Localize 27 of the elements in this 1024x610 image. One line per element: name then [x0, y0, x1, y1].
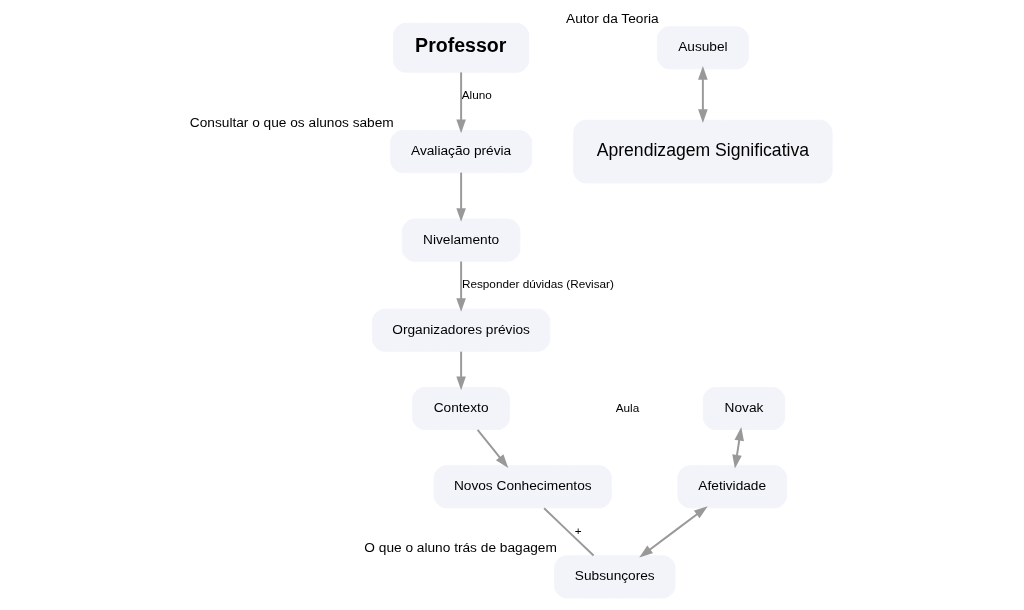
node-label: Consultar o que os alunos sabem: [189, 114, 394, 130]
arrow: [476, 428, 508, 468]
node-box: Nivelamento: [401, 218, 520, 262]
edge-label: +: [574, 523, 582, 537]
node-box: Novak: [702, 387, 785, 431]
node-box: Ausubel: [656, 26, 749, 70]
label: Aula: [615, 400, 639, 414]
node-box: Aprendizagem Significativa: [572, 119, 833, 184]
node-box: Afetividade: [676, 465, 787, 509]
edge-label: Aluno: [461, 88, 492, 102]
node-box: Contexto: [411, 387, 510, 431]
arrow: [697, 65, 708, 124]
arrow: [638, 506, 708, 558]
node-label: O que o aluno trás de bagagem: [363, 540, 557, 556]
arrow: [455, 350, 466, 391]
arrow: [731, 427, 744, 469]
arrow: [455, 71, 466, 134]
node-box: Novos Conhecimentos: [433, 465, 612, 509]
node-box: Organizadores prévios: [371, 308, 550, 352]
node-box: Avaliação prévia: [389, 130, 532, 174]
arrow: [455, 171, 466, 222]
node-box: Subsunçores: [553, 555, 675, 599]
node-box: Professor: [392, 22, 529, 73]
node-label: Autor da Teoria: [565, 11, 659, 27]
edge-label: Responder dúvidas (Revisar): [461, 277, 614, 291]
connector: [542, 507, 595, 557]
arrow: [455, 260, 466, 312]
